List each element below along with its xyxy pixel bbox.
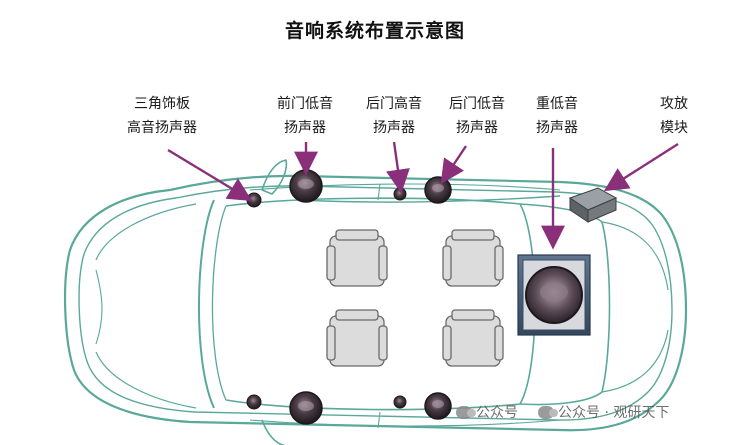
seats <box>326 229 504 367</box>
speaker-front-door-top <box>289 169 323 203</box>
trunk-line <box>601 221 669 291</box>
label-subwoofer-line2: 扬声器 <box>536 120 578 136</box>
speaker-rear-door-top <box>424 176 452 204</box>
watermark-1-text: 公众号 <box>476 405 518 421</box>
label-subwoofer-line1: 重低音 <box>536 96 578 112</box>
arrow-rear-tweeter <box>386 141 410 194</box>
label-rear-door-tweeter-line1: 后门高音 <box>366 96 422 112</box>
speaker-rear-tweeter-bottom <box>393 395 407 409</box>
wechat-logo-icon <box>538 405 558 419</box>
door-line-bottom <box>249 419 561 427</box>
speaker-a-pillar-top <box>246 192 262 208</box>
label-front-door-woofer-line1: 前门低音 <box>277 96 333 112</box>
hood-line-bottom <box>95 351 197 409</box>
label-amplifier-line2: 模块 <box>660 120 688 136</box>
mirror-right <box>261 419 286 445</box>
diagram-title: 音响系统布置示意图 <box>284 20 465 42</box>
label-subwoofer: 重低音 扬声器 <box>520 92 594 140</box>
label-a-pillar-tweeter-line1: 三角饰板 <box>134 96 190 112</box>
watermark-2: 公众号 · 观研天下 <box>538 402 669 422</box>
watermark-2-text: 公众号 · 观研天下 <box>558 405 670 421</box>
wechat-logo-icon <box>456 405 476 419</box>
door-split-top <box>377 183 381 201</box>
label-front-door-woofer: 前门低音 扬声器 <box>262 92 348 140</box>
seat-rear-left <box>326 309 388 367</box>
speaker-rear-door-bottom <box>424 392 452 420</box>
speaker-rear-tweeter-top <box>393 187 407 201</box>
speaker-a-pillar-bottom <box>246 394 262 410</box>
label-rear-door-tweeter: 后门高音 扬声器 <box>351 92 437 140</box>
label-amplifier-line1: 攻放 <box>660 96 688 112</box>
amplifier-module <box>568 187 618 223</box>
arrow-rear-door <box>440 145 467 184</box>
label-front-door-woofer-line2: 扬声器 <box>284 120 326 136</box>
label-amplifier: 攻放 模块 <box>646 92 702 140</box>
arrow-a-pillar <box>167 148 253 201</box>
arrow-amplifier <box>603 142 679 192</box>
label-rear-door-tweeter-line2: 扬声器 <box>373 120 415 136</box>
mirror-left <box>261 159 288 195</box>
label-rear-door-woofer-line1: 后门低音 <box>449 96 505 112</box>
accent-line <box>299 195 561 203</box>
callout-arrows <box>167 141 679 250</box>
label-rear-door-woofer-line2: 扬声器 <box>456 120 498 136</box>
label-rear-door-woofer: 后门低音 扬声器 <box>434 92 520 140</box>
hood-center <box>95 269 103 345</box>
hood-line-top <box>95 203 197 261</box>
car-body-inner <box>78 185 673 421</box>
subwoofer-unit <box>517 254 591 336</box>
speaker-front-door-bottom <box>289 391 323 425</box>
car-body-outer <box>63 174 688 432</box>
seat-front-left <box>326 229 388 287</box>
seat-rear-right <box>442 309 504 367</box>
door-split-bottom <box>377 411 381 429</box>
windshield <box>197 199 215 409</box>
seat-front-right <box>442 229 504 287</box>
label-a-pillar-tweeter-line2: 高音扬声器 <box>127 120 197 136</box>
trunk-line-lower <box>601 329 669 393</box>
label-a-pillar-tweeter: 三角饰板 高音扬声器 <box>112 92 212 140</box>
watermark-1: 公众号 <box>456 402 518 422</box>
windshield-inner <box>211 205 227 401</box>
